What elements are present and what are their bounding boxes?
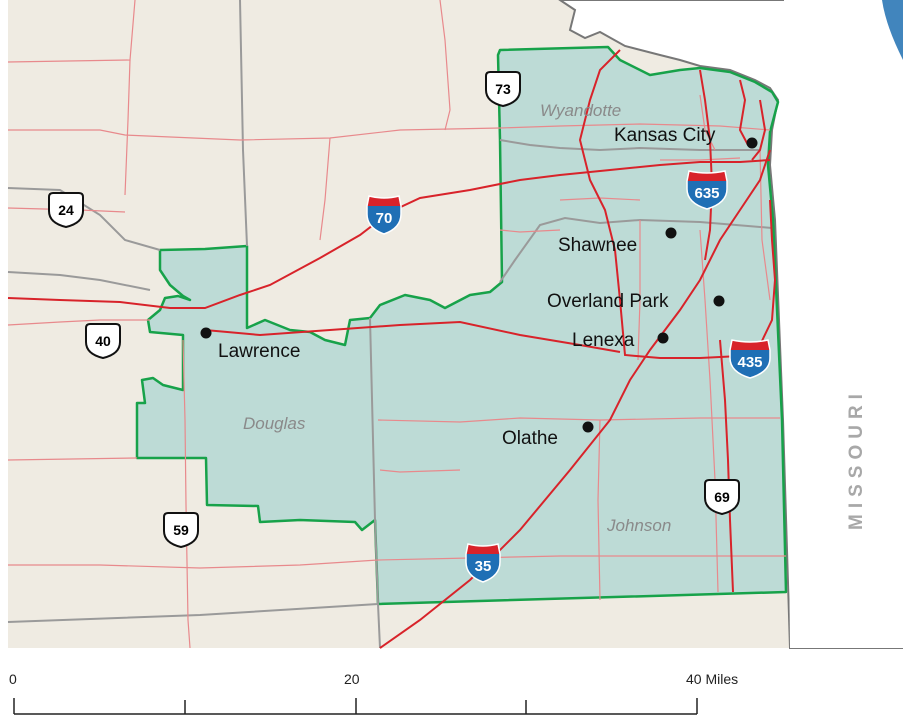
interstate-635-shield: 635	[686, 170, 728, 210]
interstate-70-label: 70	[376, 210, 393, 227]
missouri-state-label: MISSOURI	[846, 388, 867, 530]
city-dots	[200, 137, 758, 433]
lawrence-label: Lawrence	[218, 341, 300, 362]
kansas-city-label: Kansas City	[614, 125, 716, 146]
wyandotte-county-label: Wyandotte	[540, 101, 621, 120]
missouri-land-east	[784, 0, 903, 648]
overland-park-dot	[713, 295, 725, 307]
douglas-county-label: Douglas	[243, 414, 306, 433]
us-route-69-shield: 69	[704, 479, 740, 516]
scale-label-20: 20	[344, 671, 360, 687]
lenexa-dot	[657, 332, 669, 344]
us-route-73-shield: 73	[485, 71, 521, 108]
olathe-dot	[582, 421, 594, 433]
blue-river-corner	[882, 0, 903, 60]
scale-bar: 0 20 40 Miles	[9, 671, 738, 715]
olathe-label: Olathe	[502, 428, 558, 449]
scale-label-40: 40 Miles	[686, 671, 738, 687]
overland-park-label: Overland Park	[547, 291, 669, 312]
us-route-24-shield: 24	[48, 192, 84, 229]
county-lines	[7, 0, 773, 649]
us-route-69-label: 69	[714, 489, 730, 505]
us-route-24-label: 24	[58, 202, 74, 218]
us-route-40-shield: 40	[85, 323, 121, 360]
interstate-435-shield: 435	[729, 339, 771, 379]
shawnee-dot	[665, 227, 677, 239]
minor-roads	[7, 0, 786, 649]
lawrence-dot	[200, 327, 212, 339]
interstate-70-shield: 70	[366, 195, 402, 235]
interstate-435-label: 435	[737, 354, 762, 371]
johnson-county-label: Johnson	[606, 516, 671, 535]
interstate-35-shield: 35	[465, 543, 501, 583]
interstate-35-label: 35	[475, 558, 492, 575]
kansas-city-dot	[746, 137, 758, 149]
scale-label-0: 0	[9, 671, 17, 687]
us-route-59-label: 59	[173, 522, 189, 538]
us-route-59-shield: 59	[163, 512, 199, 549]
interstate-635-label: 635	[694, 185, 719, 202]
us-route-73-label: 73	[495, 81, 511, 97]
lenexa-label: Lenexa	[572, 330, 635, 351]
us-route-40-label: 40	[95, 333, 111, 349]
shawnee-label: Shawnee	[558, 235, 637, 256]
